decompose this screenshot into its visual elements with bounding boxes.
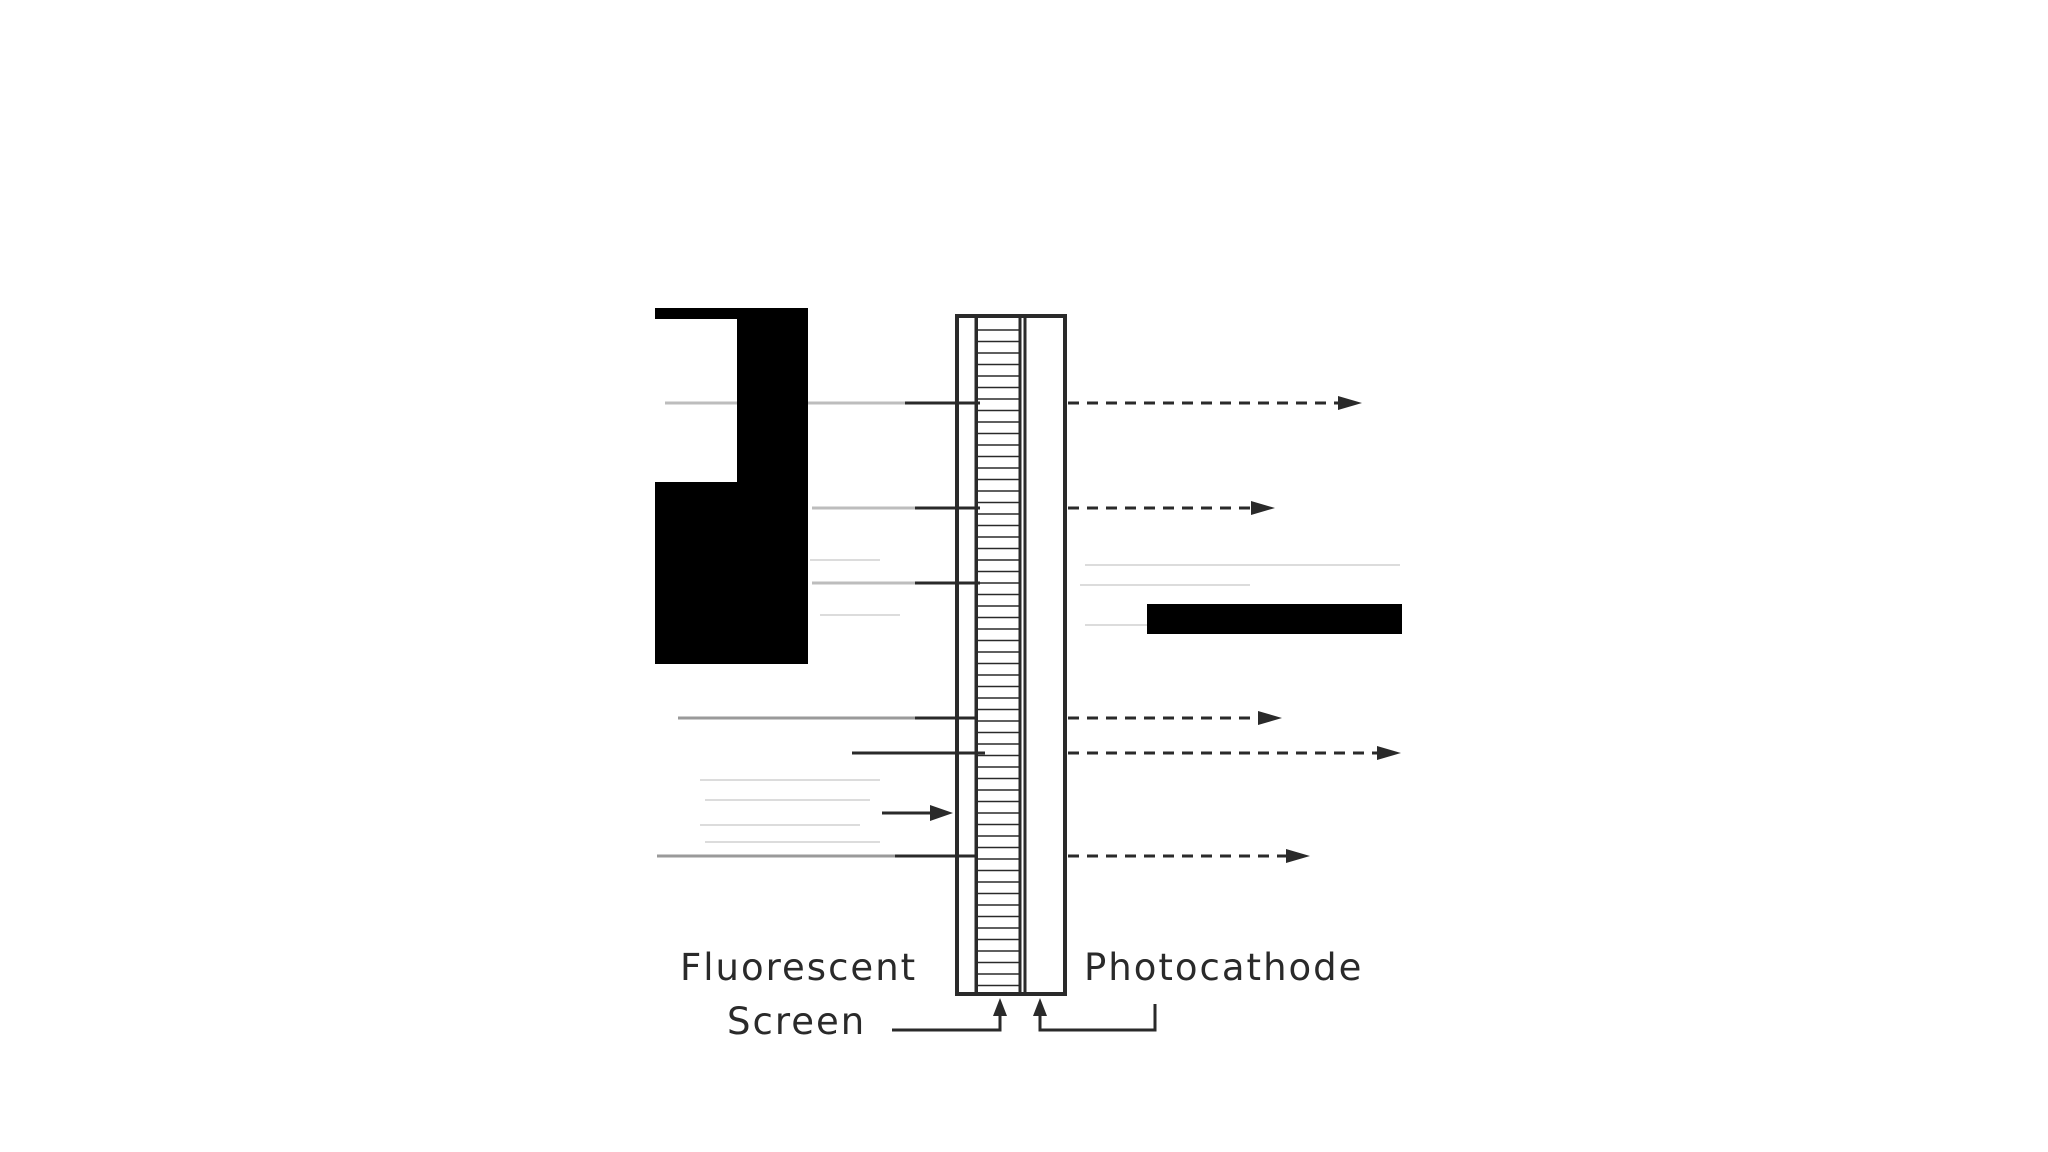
input-arrow bbox=[882, 805, 953, 821]
arrowhead-icon bbox=[1377, 746, 1401, 760]
redaction-blocks bbox=[655, 308, 1402, 664]
screen-photocathode-assembly bbox=[955, 314, 1067, 996]
screen-leader bbox=[892, 1010, 1002, 1032]
arrowhead-icon bbox=[930, 805, 953, 821]
fluorescent-screen-stripes bbox=[977, 329, 1020, 987]
label-leaders bbox=[892, 1004, 1157, 1032]
photocathode-label: Photocathode bbox=[1084, 946, 1363, 989]
arrowhead-icon bbox=[1338, 396, 1362, 410]
input-rays bbox=[657, 401, 985, 858]
redaction-block-top-bar bbox=[655, 308, 808, 319]
arrowhead-icon bbox=[1251, 501, 1275, 515]
arrowhead-icon bbox=[1258, 711, 1282, 725]
output-rays bbox=[1068, 396, 1401, 863]
screen-label: Screen bbox=[727, 1000, 866, 1043]
screen-leader-arrowhead-icon bbox=[993, 998, 1007, 1016]
redaction-block-lower bbox=[655, 482, 808, 664]
photocathode-leader-arrowhead-icon bbox=[1033, 998, 1047, 1016]
photocathode-leader bbox=[1038, 1004, 1157, 1032]
redaction-block-right-bar bbox=[1147, 604, 1402, 634]
outer-frame bbox=[955, 314, 1067, 996]
arrowhead-icon bbox=[1286, 849, 1310, 863]
fluorescent-label: Fluorescent bbox=[680, 946, 917, 989]
faint-scan-marks bbox=[700, 559, 1400, 843]
